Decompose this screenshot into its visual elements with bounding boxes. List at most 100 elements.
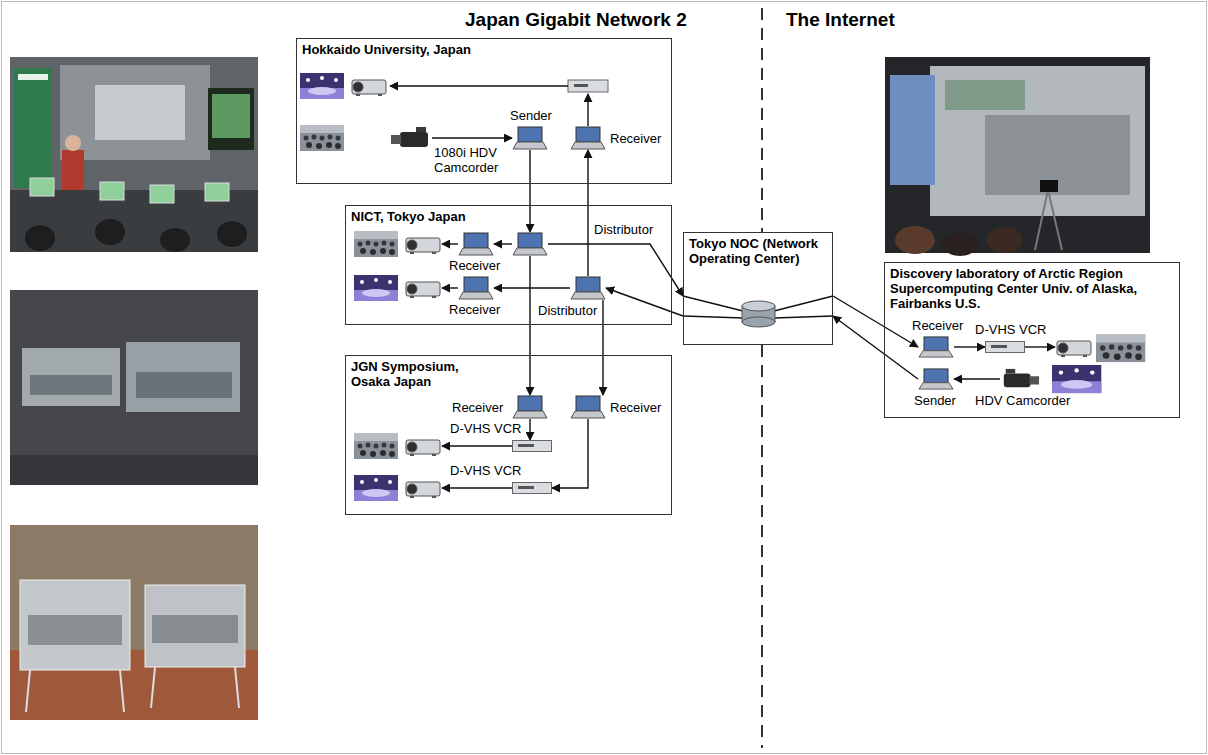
router-top (742, 301, 775, 311)
photo-screen (930, 66, 1145, 216)
computer-node: Receiver (570, 126, 606, 150)
photo-screen (20, 580, 130, 670)
signal-arrow (587, 94, 588, 126)
laptop-screen (576, 277, 600, 292)
computer-node: Distributor (512, 232, 548, 256)
site-title: JGN Symposium, Osaka Japan (346, 356, 476, 392)
photo-nict (10, 290, 258, 485)
classroom-thumbnail (354, 231, 398, 257)
site-title: Hokkaido University, Japan (297, 39, 597, 60)
laptop-icon (512, 395, 548, 419)
photo-bg (10, 290, 258, 485)
connector (494, 287, 570, 288)
photo-alaska (885, 57, 1150, 256)
boundary-line (761, 345, 763, 748)
projector-icon (352, 80, 386, 96)
laptop-icon (570, 276, 606, 300)
vcr-icon (512, 440, 552, 452)
camcorder-lens (391, 135, 401, 144)
laptop-screen (576, 396, 600, 411)
site-title: Discovery laboratory of Arctic Region Su… (885, 263, 1169, 314)
laptop-base (513, 142, 547, 149)
camcorder-viewfinder (1006, 369, 1016, 374)
photo-screen (145, 585, 245, 667)
camcorder-icon (1000, 368, 1040, 390)
laptop-screen (924, 369, 948, 383)
site-title: NICT, Tokyo Japan (346, 206, 566, 227)
stage-thumbnail (354, 475, 398, 501)
laptop-icon (458, 276, 494, 300)
photo-tv-screen (212, 94, 250, 138)
router-link (683, 296, 743, 311)
stage-thumbnail (1052, 365, 1101, 393)
laptop-icon (570, 126, 606, 150)
computer-node: Distributor (570, 276, 606, 300)
laptop-base (571, 411, 605, 418)
connector (587, 150, 588, 276)
photo-stand (120, 670, 124, 712)
photo-camera (1040, 180, 1058, 192)
connector (552, 419, 588, 488)
section-heading: The Internet (786, 8, 895, 31)
photo-screen (14, 68, 52, 188)
signal-arrow (442, 243, 458, 244)
laptop-base (459, 248, 493, 255)
photo-projection (95, 85, 185, 140)
photo-wall (60, 65, 210, 160)
connector (494, 243, 512, 244)
photo-stand (151, 667, 155, 708)
vcr-icon (512, 482, 552, 494)
laptop-icon (458, 232, 494, 256)
laptop-icon (512, 126, 548, 150)
device-label: Sender (914, 393, 956, 408)
section-heading: Japan Gigabit Network 2 (465, 8, 687, 31)
device-label: Receiver (449, 302, 500, 317)
vcr-body (513, 483, 552, 494)
converter-box (568, 80, 608, 92)
photo-audience (985, 115, 1130, 195)
computer-node: Receiver (918, 336, 954, 358)
device-label: Distributor (538, 303, 597, 318)
laptop-screen (576, 127, 600, 142)
vcr-node: D-VHS VCR (512, 440, 552, 452)
device-label: Receiver (452, 400, 503, 415)
photo-audience (30, 375, 112, 395)
device-label: Receiver (610, 131, 661, 146)
signal-arrow (442, 287, 458, 288)
noc-router (683, 296, 833, 327)
converter-slot (574, 84, 588, 87)
vcr-icon (985, 341, 1025, 353)
router-bottom (742, 317, 775, 327)
laptop-icon (918, 368, 954, 390)
router-link (683, 316, 743, 318)
photo-tripod (1035, 190, 1048, 250)
photo-floor (10, 455, 258, 485)
device-label: D-VHS VCR (450, 463, 522, 478)
connector (833, 316, 918, 379)
photo-head (25, 225, 55, 251)
signal-arrow (442, 487, 512, 488)
photo-audience (28, 615, 122, 645)
stage-thumbnail (300, 73, 344, 99)
photo-tv (208, 88, 254, 150)
laptop-icon (918, 336, 954, 358)
laptop-base (513, 411, 547, 418)
device-label: Sender (510, 108, 552, 123)
photo-head (160, 228, 190, 252)
site-box: NICT, Tokyo JapanDistributorReceiverDist… (345, 205, 672, 325)
connector (529, 150, 530, 232)
site-box: Tokyo NOC (Network Operating Center) (683, 232, 833, 345)
laptop-screen (518, 233, 542, 248)
vcr-body (986, 342, 1025, 353)
camcorder-icon (390, 126, 432, 150)
vcr-body (513, 441, 552, 452)
laptop-screen (924, 337, 948, 351)
computer-node: Sender (512, 126, 548, 150)
camcorder-body (1004, 374, 1031, 388)
projector-icon (406, 440, 440, 456)
photo-projection (126, 342, 240, 412)
site-title: Tokyo NOC (Network Operating Center) (684, 233, 824, 269)
site-box: Hokkaido University, JapanSenderReceiver… (296, 38, 672, 184)
connector (548, 244, 683, 296)
signal-arrow (390, 85, 568, 86)
